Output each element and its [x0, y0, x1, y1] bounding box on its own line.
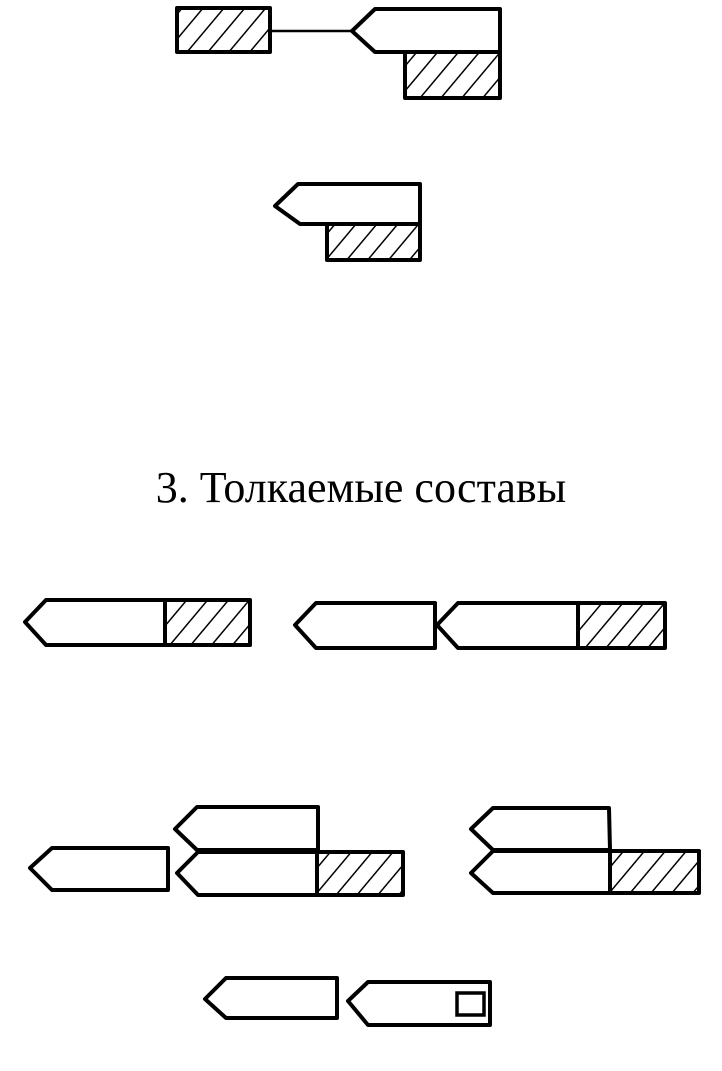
pushed-convoy-two-barges — [293, 601, 667, 650]
self-propelled-pushing-barge — [203, 976, 492, 1027]
barge — [273, 182, 422, 226]
pusher-tug — [163, 598, 252, 647]
towing-convoy-with-line — [175, 6, 502, 100]
barge — [435, 601, 580, 650]
tug-hatched — [325, 222, 422, 262]
barge — [175, 850, 319, 897]
section-title: 3. Толкаемые составы — [155, 463, 567, 512]
pusher-tug — [608, 849, 701, 895]
barge — [28, 846, 170, 892]
self-propelled-barge — [346, 980, 492, 1027]
barge — [293, 601, 437, 650]
engine-square-icon — [455, 991, 486, 1017]
barge — [469, 806, 612, 852]
pushed-convoy-two-barges-side — [469, 806, 701, 895]
barge — [203, 976, 339, 1020]
barge — [173, 805, 320, 852]
barge — [469, 849, 612, 895]
pusher-tug — [576, 601, 667, 650]
pushed-convoy-three-barges — [28, 805, 405, 897]
barge — [23, 598, 167, 647]
barge — [350, 7, 502, 54]
pushed-convoy-single — [23, 598, 252, 647]
barge-with-side-tug — [273, 182, 422, 262]
tug-hatched — [403, 50, 502, 100]
tug-hatched — [175, 6, 272, 54]
pusher-tug — [315, 850, 405, 897]
